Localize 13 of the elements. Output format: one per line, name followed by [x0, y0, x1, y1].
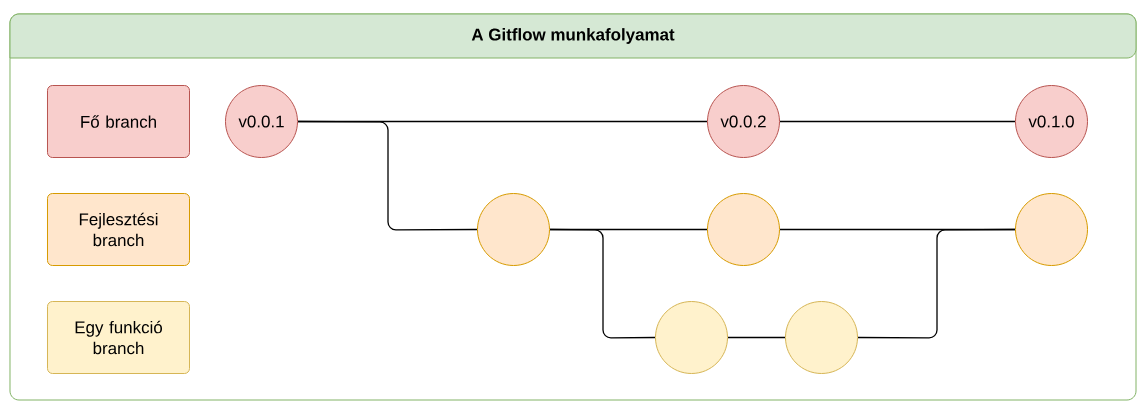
commit-circle [1015, 193, 1088, 266]
commit-circle [477, 193, 550, 266]
legend-box: Egy funkció branch [47, 301, 190, 374]
branch-line [779, 120, 1016, 123]
branch-line [549, 228, 656, 339]
commit-circle [785, 301, 858, 374]
branch-line [727, 336, 786, 339]
legend-box: Fejlesztési branch [47, 193, 190, 266]
commit-circle [707, 193, 780, 266]
legend-box: Fő branch [47, 85, 190, 158]
branch-line [857, 228, 1016, 339]
commit-circle [655, 301, 728, 374]
branch-line [297, 120, 478, 231]
